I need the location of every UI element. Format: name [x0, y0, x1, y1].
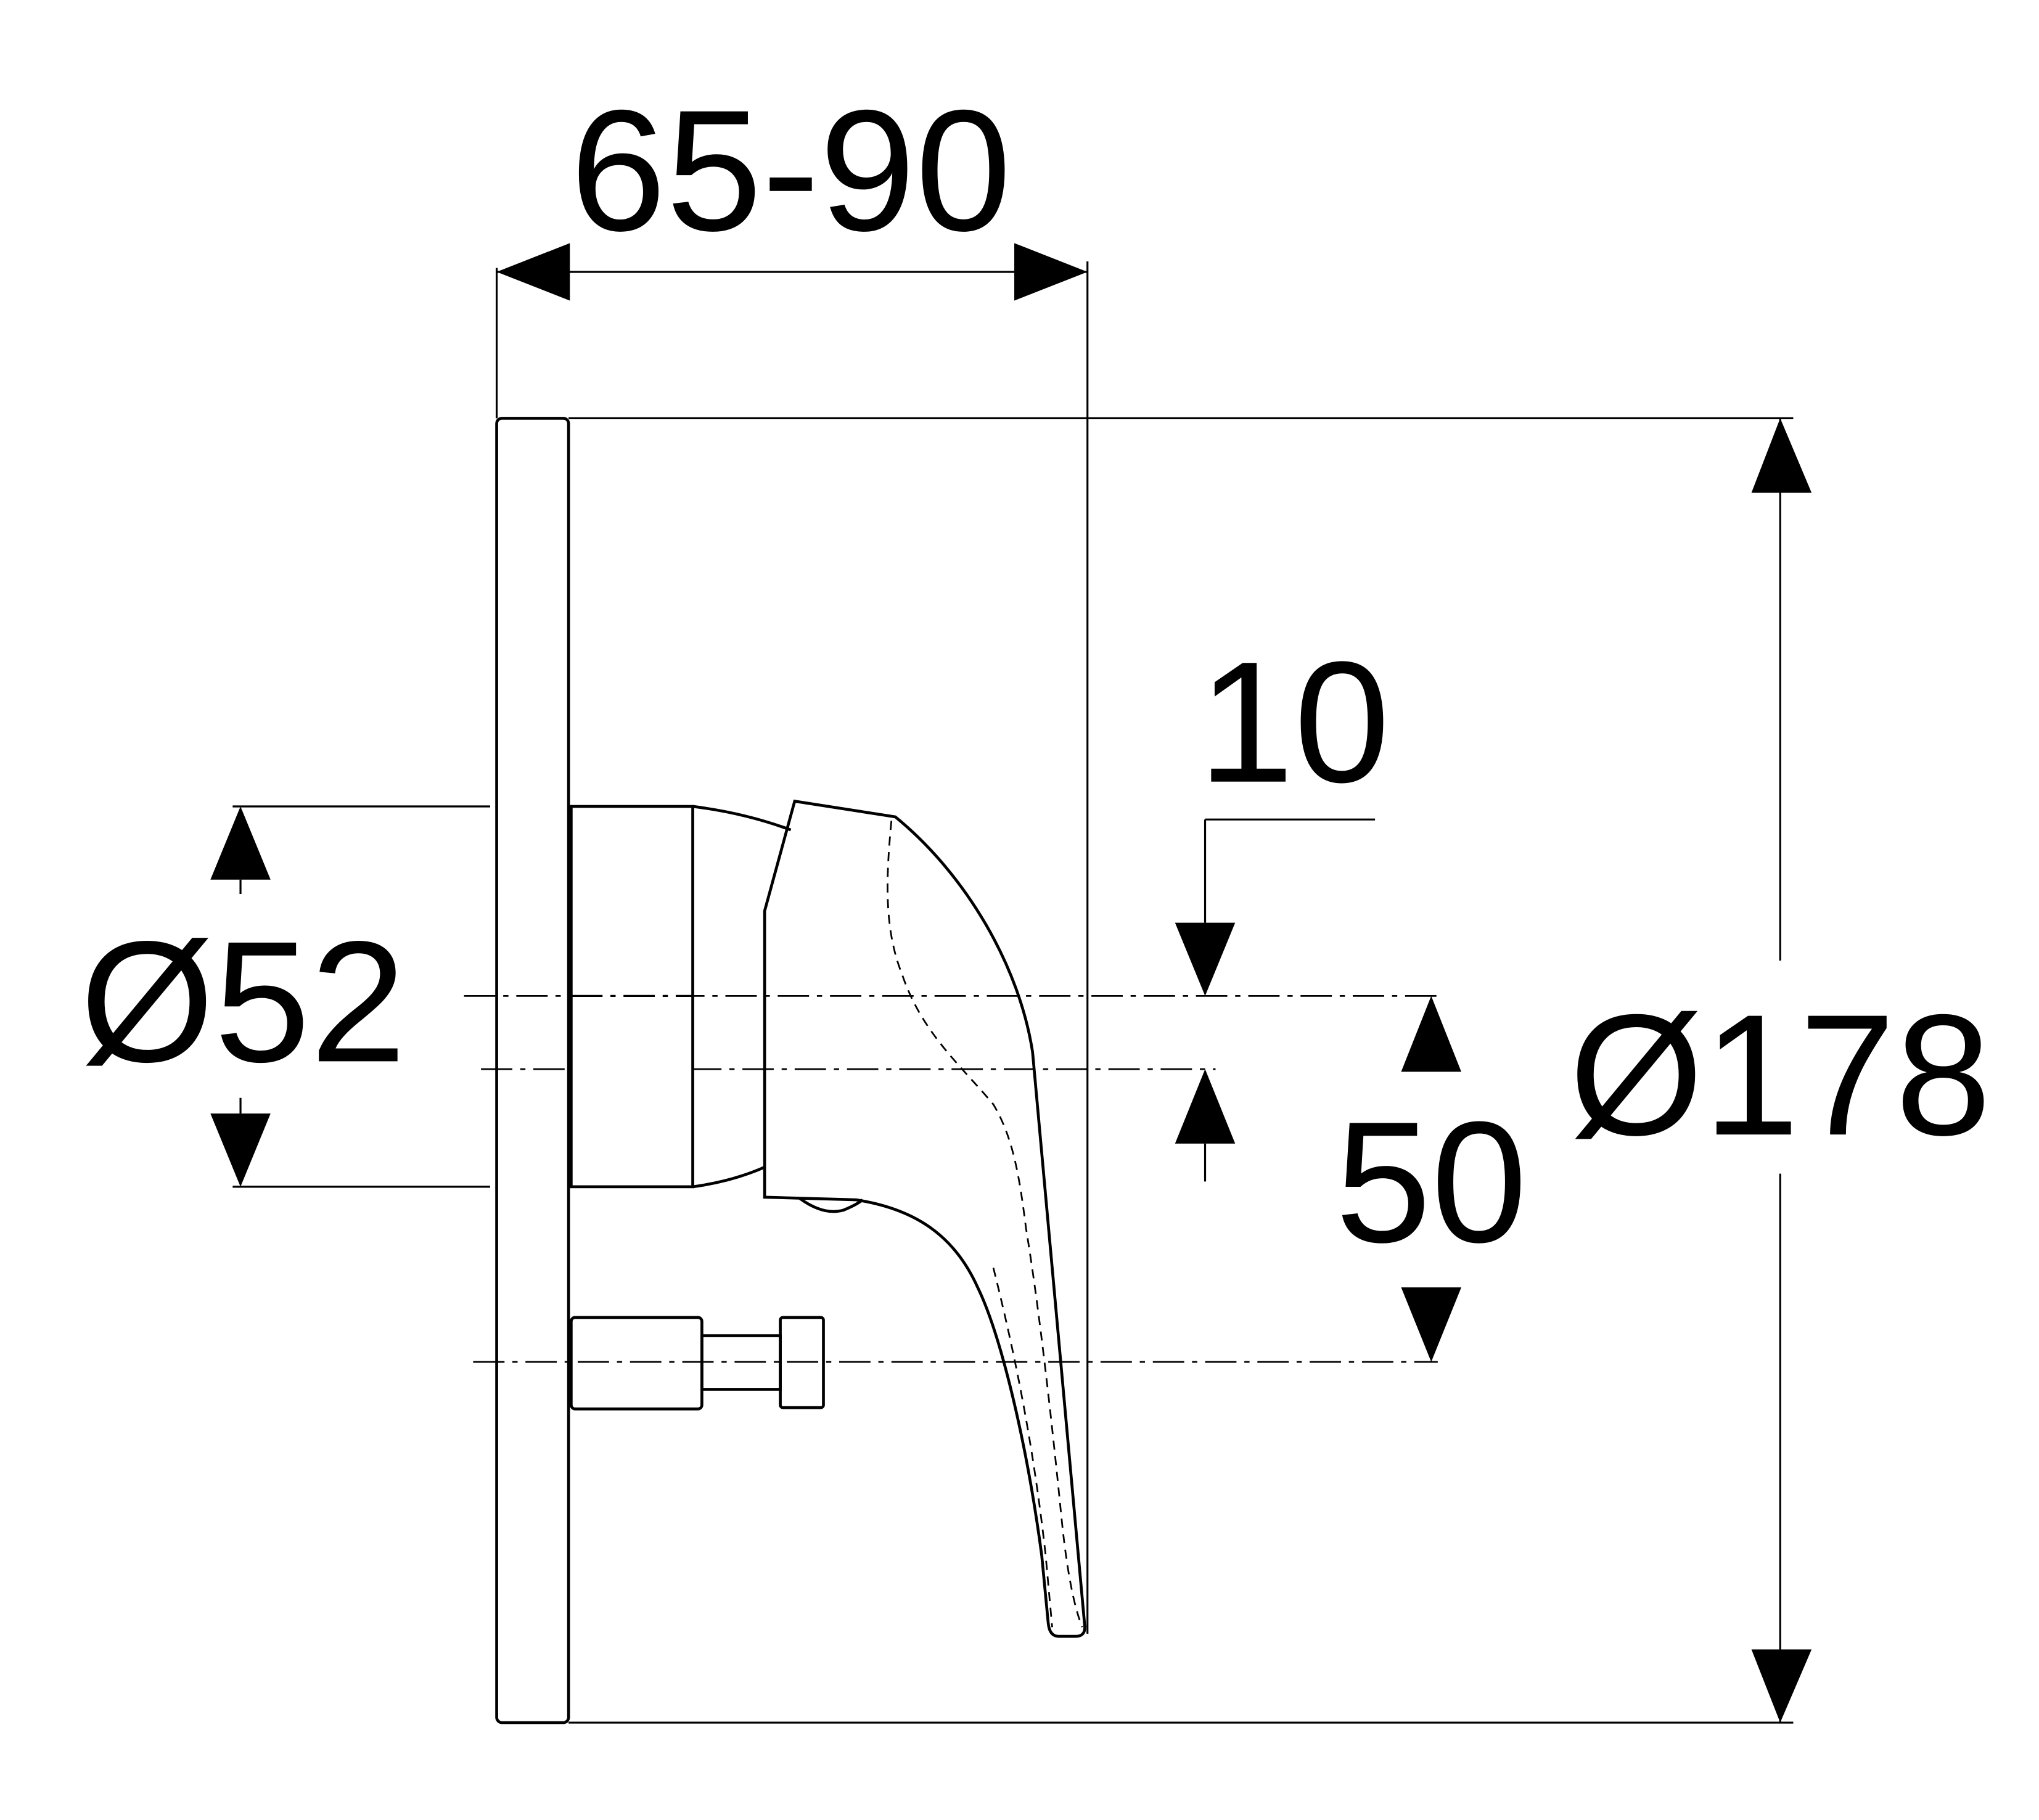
valve-body [570, 805, 792, 1189]
depth-label: 65-90 [570, 75, 1012, 267]
lever-handle [763, 799, 1086, 1638]
arrow-down [1401, 1287, 1462, 1362]
arrow-right [1014, 243, 1088, 301]
diverter-spindle [570, 1316, 825, 1411]
arrow-up [1175, 1069, 1236, 1144]
offset-dimension: 10 [1175, 626, 1390, 1182]
arrow-up [1401, 996, 1462, 1072]
arrow-down [1175, 922, 1236, 996]
depth-dimension: 65-90 [495, 75, 1089, 1634]
arrow-up [210, 806, 271, 880]
cover-plate [495, 417, 570, 1724]
body-diameter-dimension: Ø52 [80, 805, 490, 1188]
arrow-down [1751, 1649, 1812, 1723]
arrow-down [210, 1113, 271, 1187]
arrow-up [1751, 418, 1812, 493]
body-diameter-label: Ø52 [80, 906, 406, 1098]
plate-diameter-label: Ø178 [1569, 979, 1992, 1171]
arrow-left [496, 243, 570, 301]
spacing-dimension: 50 [1335, 996, 1527, 1362]
plate-diameter-dimension: Ø178 [568, 417, 1992, 1724]
offset-label: 10 [1198, 626, 1390, 819]
spacing-label: 50 [1335, 1086, 1527, 1279]
